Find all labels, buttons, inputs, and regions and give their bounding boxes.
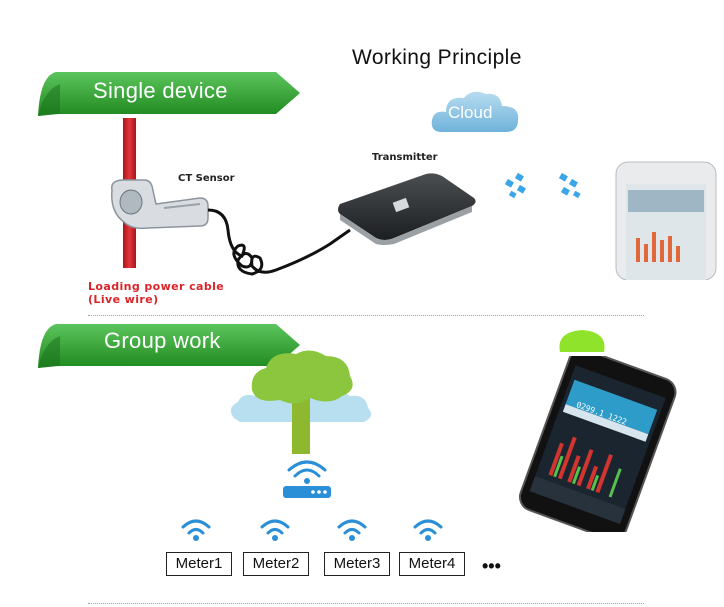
wifi-router-icon — [283, 460, 331, 498]
section-divider-bottom — [88, 603, 644, 604]
ct-sensor-icon — [111, 179, 209, 230]
wifi-icon — [413, 519, 443, 541]
ct-sensor-label: CT Sensor — [178, 173, 235, 184]
wifi-icon — [181, 519, 211, 541]
smartphone-large — [518, 356, 677, 532]
cable-label: Loading power cable (Live wire) — [88, 280, 224, 306]
meter-box-2: Meter2 — [243, 552, 309, 576]
smartphone-small — [615, 161, 717, 280]
section-divider-top — [88, 315, 644, 316]
transmitter-device — [338, 173, 476, 245]
group-work-banner: Group work — [38, 322, 303, 368]
more-meters-indicator: ••• — [482, 556, 501, 576]
wifi-icon — [260, 519, 290, 541]
cloud-label: Cloud — [448, 103, 493, 122]
group-work-label: Group work — [104, 328, 221, 353]
coiled-wire — [207, 208, 351, 276]
wifi-icon — [337, 519, 367, 541]
meter-box-3: Meter3 — [324, 552, 390, 576]
single-device-label: Single device — [93, 78, 228, 103]
transmitter-label: Transmitter — [372, 152, 438, 163]
single-device-banner: Single device — [38, 70, 303, 116]
wireless-signal-sparkles — [504, 172, 581, 199]
cable-label-line1: Loading power cable — [88, 280, 225, 293]
cloud-icon — [431, 91, 519, 132]
cloud-tree-icon — [230, 350, 372, 454]
wifi-lime-icon — [559, 330, 605, 352]
meter-box-4: Meter4 — [399, 552, 465, 576]
meter-box-1: Meter1 — [166, 552, 232, 576]
banner-arrow-shape — [38, 72, 300, 116]
diagram-title: Working Principle — [352, 46, 522, 69]
banner-arrow-shape — [38, 324, 300, 368]
cable-label-line2: (Live wire) — [88, 293, 159, 306]
